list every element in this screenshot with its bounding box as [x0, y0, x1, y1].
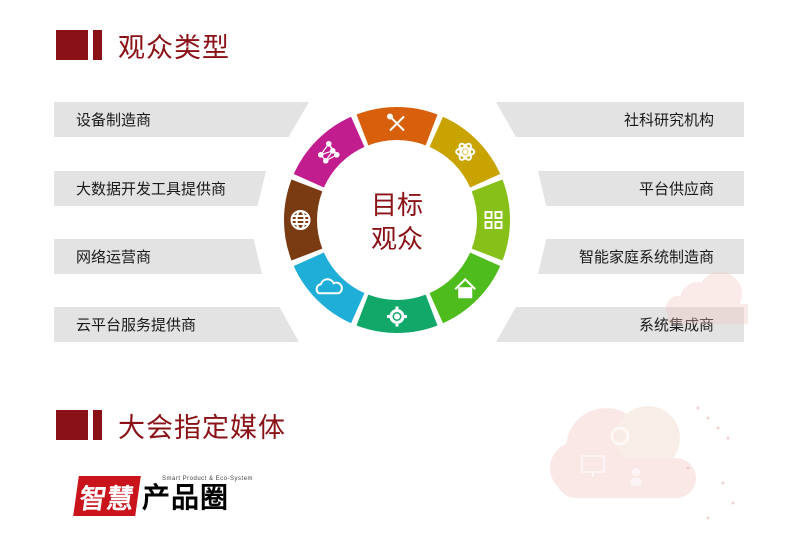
gear-icon [387, 306, 407, 327]
dots-decoration [686, 406, 735, 520]
grid-icon [484, 211, 503, 229]
audience-label: 社科研究机构 [623, 111, 714, 129]
gear-icon [610, 426, 630, 446]
audience-item-left-4: 云平台服务提供商 [54, 307, 299, 342]
audience-label: 网络运营商 [76, 248, 152, 266]
section-title-media: 大会指定媒体 [118, 412, 286, 444]
audience-item-right-1: 社科研究机构 [496, 102, 744, 137]
target-audience-ring: 目标 观众 [284, 107, 510, 333]
audience-item-right-2: 平台供应商 [538, 171, 744, 206]
heading-marker-small [93, 410, 102, 440]
logo-black-text: 产品圈 [142, 481, 230, 514]
audience-label: 智能家庭系统制造商 [578, 248, 714, 266]
media-logo[interactable]: 智慧 产品圈 Smart Product & Eco-System [73, 474, 254, 518]
audience-label: 平台供应商 [638, 180, 714, 198]
cloud-icon [315, 278, 343, 295]
heading-marker-large [56, 410, 88, 440]
center-label-line1: 目标 [371, 191, 423, 221]
audience-item-left-1: 设备制造商 [54, 102, 309, 137]
cloud-shape-lower [550, 406, 696, 498]
atom-icon [455, 142, 476, 161]
user-icon [630, 468, 642, 486]
section-title-audience: 观众类型 [118, 32, 230, 64]
monitor-icon [581, 455, 605, 477]
heading-marker-large [56, 30, 88, 60]
center-label-line2: 观众 [371, 225, 423, 255]
tools-icon [387, 113, 405, 132]
ring-segment [471, 179, 510, 261]
section-heading-audience: 观众类型 [56, 28, 230, 64]
audience-item-right-4: 系统集成商 [496, 307, 744, 342]
audience-label: 设备制造商 [76, 111, 152, 129]
cloud-decoration-graphic [550, 272, 748, 520]
audience-label: 云平台服务提供商 [76, 316, 197, 334]
logo-red-text: 智慧 [73, 476, 141, 516]
audience-item-right-3: 智能家庭系统制造商 [538, 239, 744, 274]
audience-item-left-3: 网络运营商 [54, 239, 262, 274]
heading-marker-small [93, 30, 102, 60]
section-heading-media: 大会指定媒体 [56, 408, 286, 444]
ring-segment [356, 107, 438, 146]
audience-item-left-2: 大数据开发工具提供商 [54, 171, 266, 206]
cloud-shape-upper [666, 272, 748, 324]
audience-label: 系统集成商 [638, 316, 714, 334]
logo-wordmark: 智慧 产品圈 [73, 474, 230, 518]
globe-icon [290, 210, 311, 230]
network-icon [317, 140, 340, 164]
ring-segment [293, 252, 365, 324]
home-icon [454, 277, 476, 299]
audience-label: 大数据开发工具提供商 [76, 180, 227, 198]
logo-tagline: Smart Product & Eco-System [162, 476, 254, 482]
